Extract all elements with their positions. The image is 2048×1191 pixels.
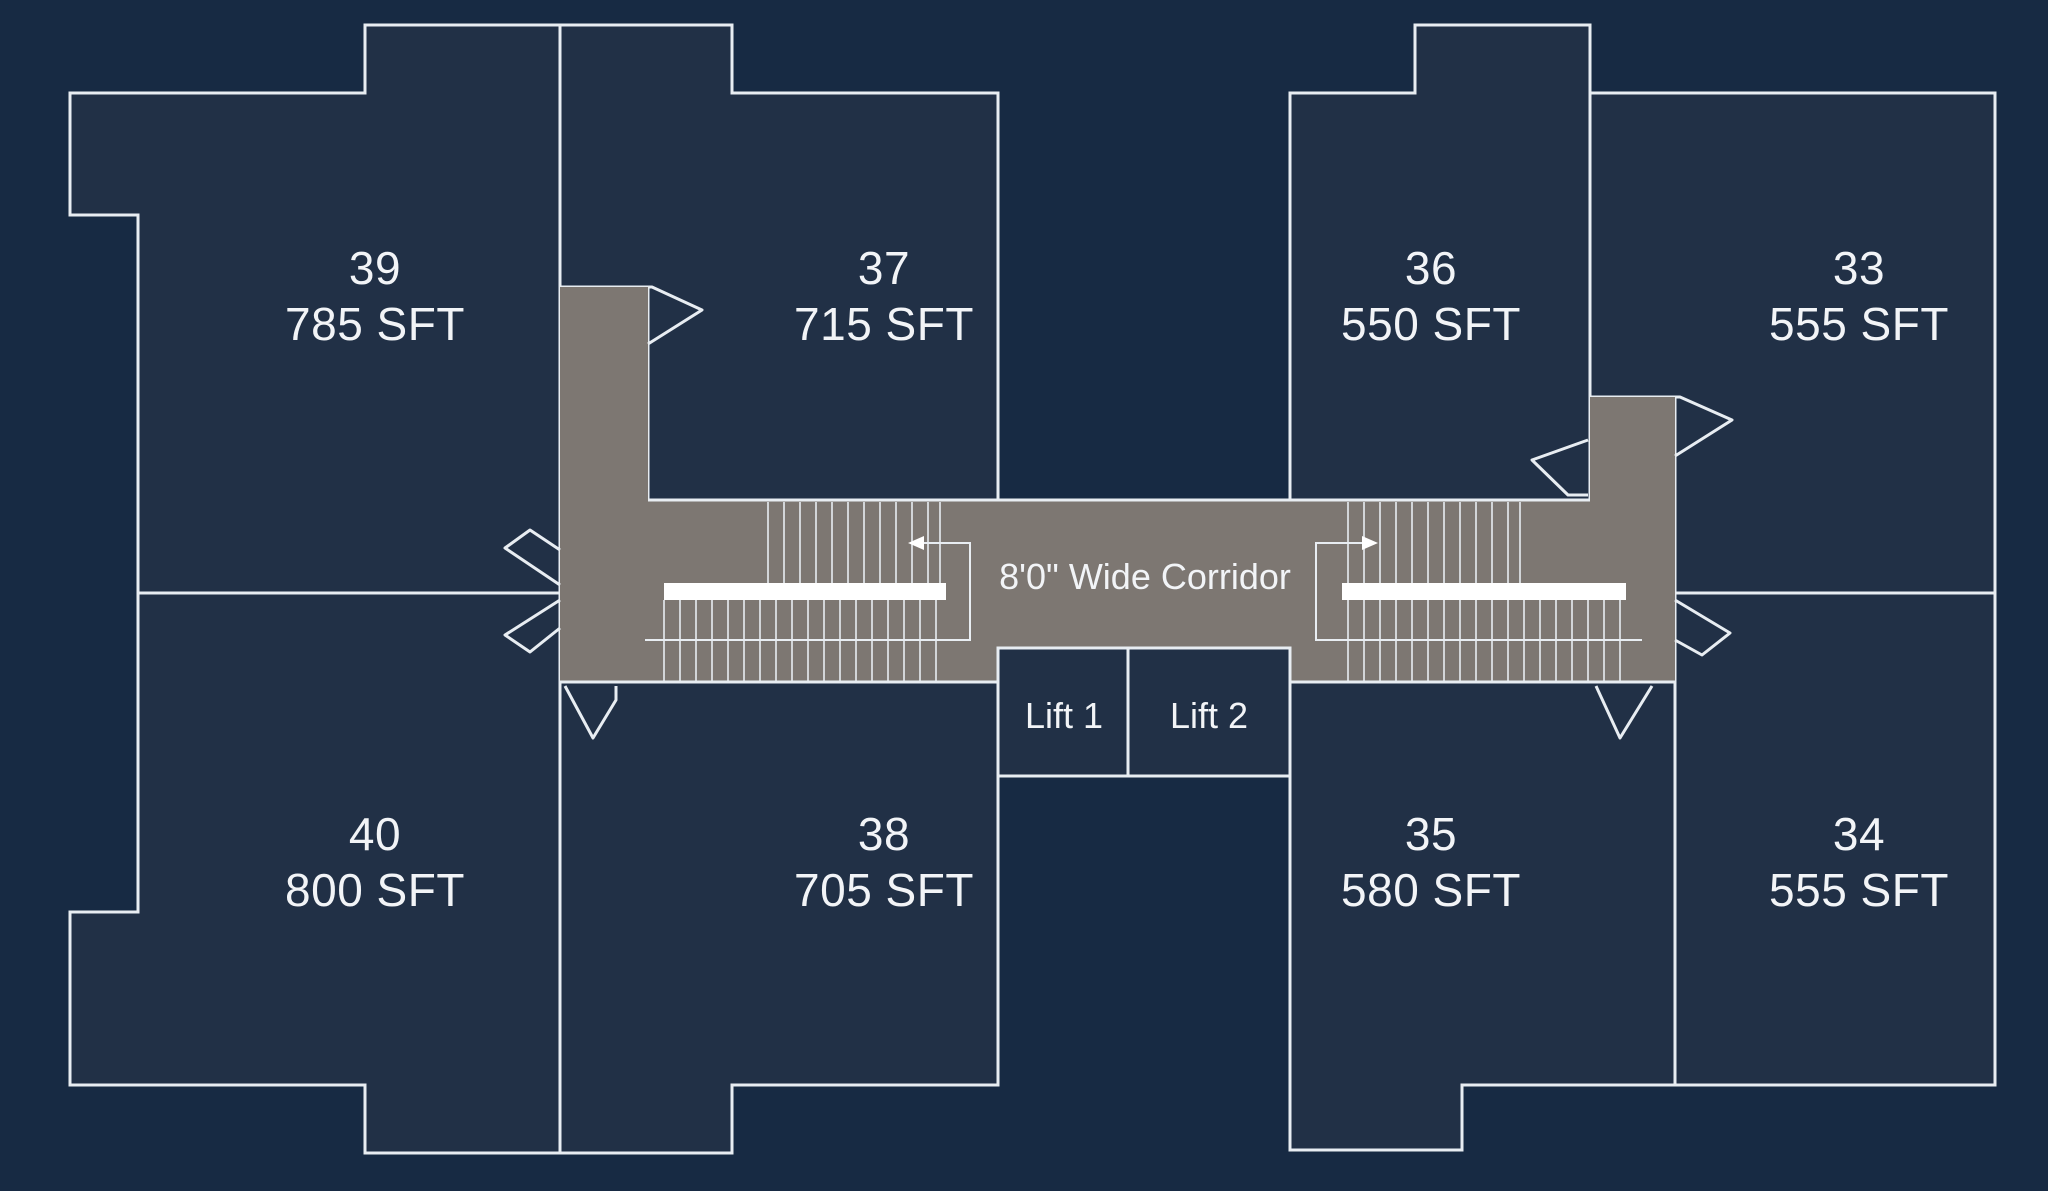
unit-34-number: 34 bbox=[1833, 808, 1885, 860]
right-stair-arrow-icon bbox=[1362, 536, 1378, 550]
lift-2-label: Lift 2 bbox=[1170, 695, 1248, 736]
right-staircase bbox=[1315, 502, 1642, 682]
lift-1-box[interactable] bbox=[996, 646, 1130, 778]
unit-40-area: 800 SFT bbox=[285, 864, 465, 916]
left-stair-arrow-icon bbox=[908, 536, 924, 550]
unit-34-area: 555 SFT bbox=[1769, 864, 1949, 916]
door-icon-unit-33 bbox=[1674, 395, 1734, 458]
unit-36-area: 550 SFT bbox=[1341, 298, 1521, 350]
door-icon-unit-40 bbox=[503, 598, 561, 654]
unit-39-number: 39 bbox=[349, 242, 401, 294]
right-stair-treads-upper bbox=[1347, 502, 1521, 585]
left-stair-handrail bbox=[664, 583, 946, 600]
unit-40-number: 40 bbox=[349, 808, 401, 860]
door-icon-unit-37 bbox=[647, 285, 704, 346]
door-icon-unit-34 bbox=[1674, 598, 1732, 657]
unit-37-area: 715 SFT bbox=[794, 298, 974, 350]
unit-34-outline[interactable] bbox=[1673, 591, 1997, 1087]
unit-35-number: 35 bbox=[1405, 808, 1457, 860]
unit-38-area: 705 SFT bbox=[794, 864, 974, 916]
unit-33-number: 33 bbox=[1833, 242, 1885, 294]
unit-39-area: 785 SFT bbox=[285, 298, 465, 350]
door-icon-unit-35 bbox=[1594, 685, 1654, 740]
unit-35-area: 580 SFT bbox=[1341, 864, 1521, 916]
unit-37-number: 37 bbox=[858, 242, 910, 294]
unit-33-area: 555 SFT bbox=[1769, 298, 1949, 350]
unit-35-outline[interactable] bbox=[1288, 680, 1677, 1152]
unit-38-outline[interactable] bbox=[558, 680, 1000, 1155]
door-icon-unit-38 bbox=[563, 685, 618, 740]
right-stair-direction-line bbox=[1315, 542, 1642, 641]
right-stair-handrail bbox=[1342, 583, 1626, 600]
unit-36-number: 36 bbox=[1405, 242, 1457, 294]
unit-38-number: 38 bbox=[858, 808, 910, 860]
corridor-label: 8'0" Wide Corridor bbox=[999, 556, 1291, 597]
door-icon-unit-36 bbox=[1530, 438, 1589, 497]
left-stair-direction-line bbox=[645, 542, 971, 641]
lift-2-box[interactable] bbox=[1126, 646, 1292, 778]
lift-1-label: Lift 1 bbox=[1025, 695, 1103, 736]
door-icon-unit-39 bbox=[503, 528, 561, 587]
left-staircase bbox=[645, 502, 971, 682]
